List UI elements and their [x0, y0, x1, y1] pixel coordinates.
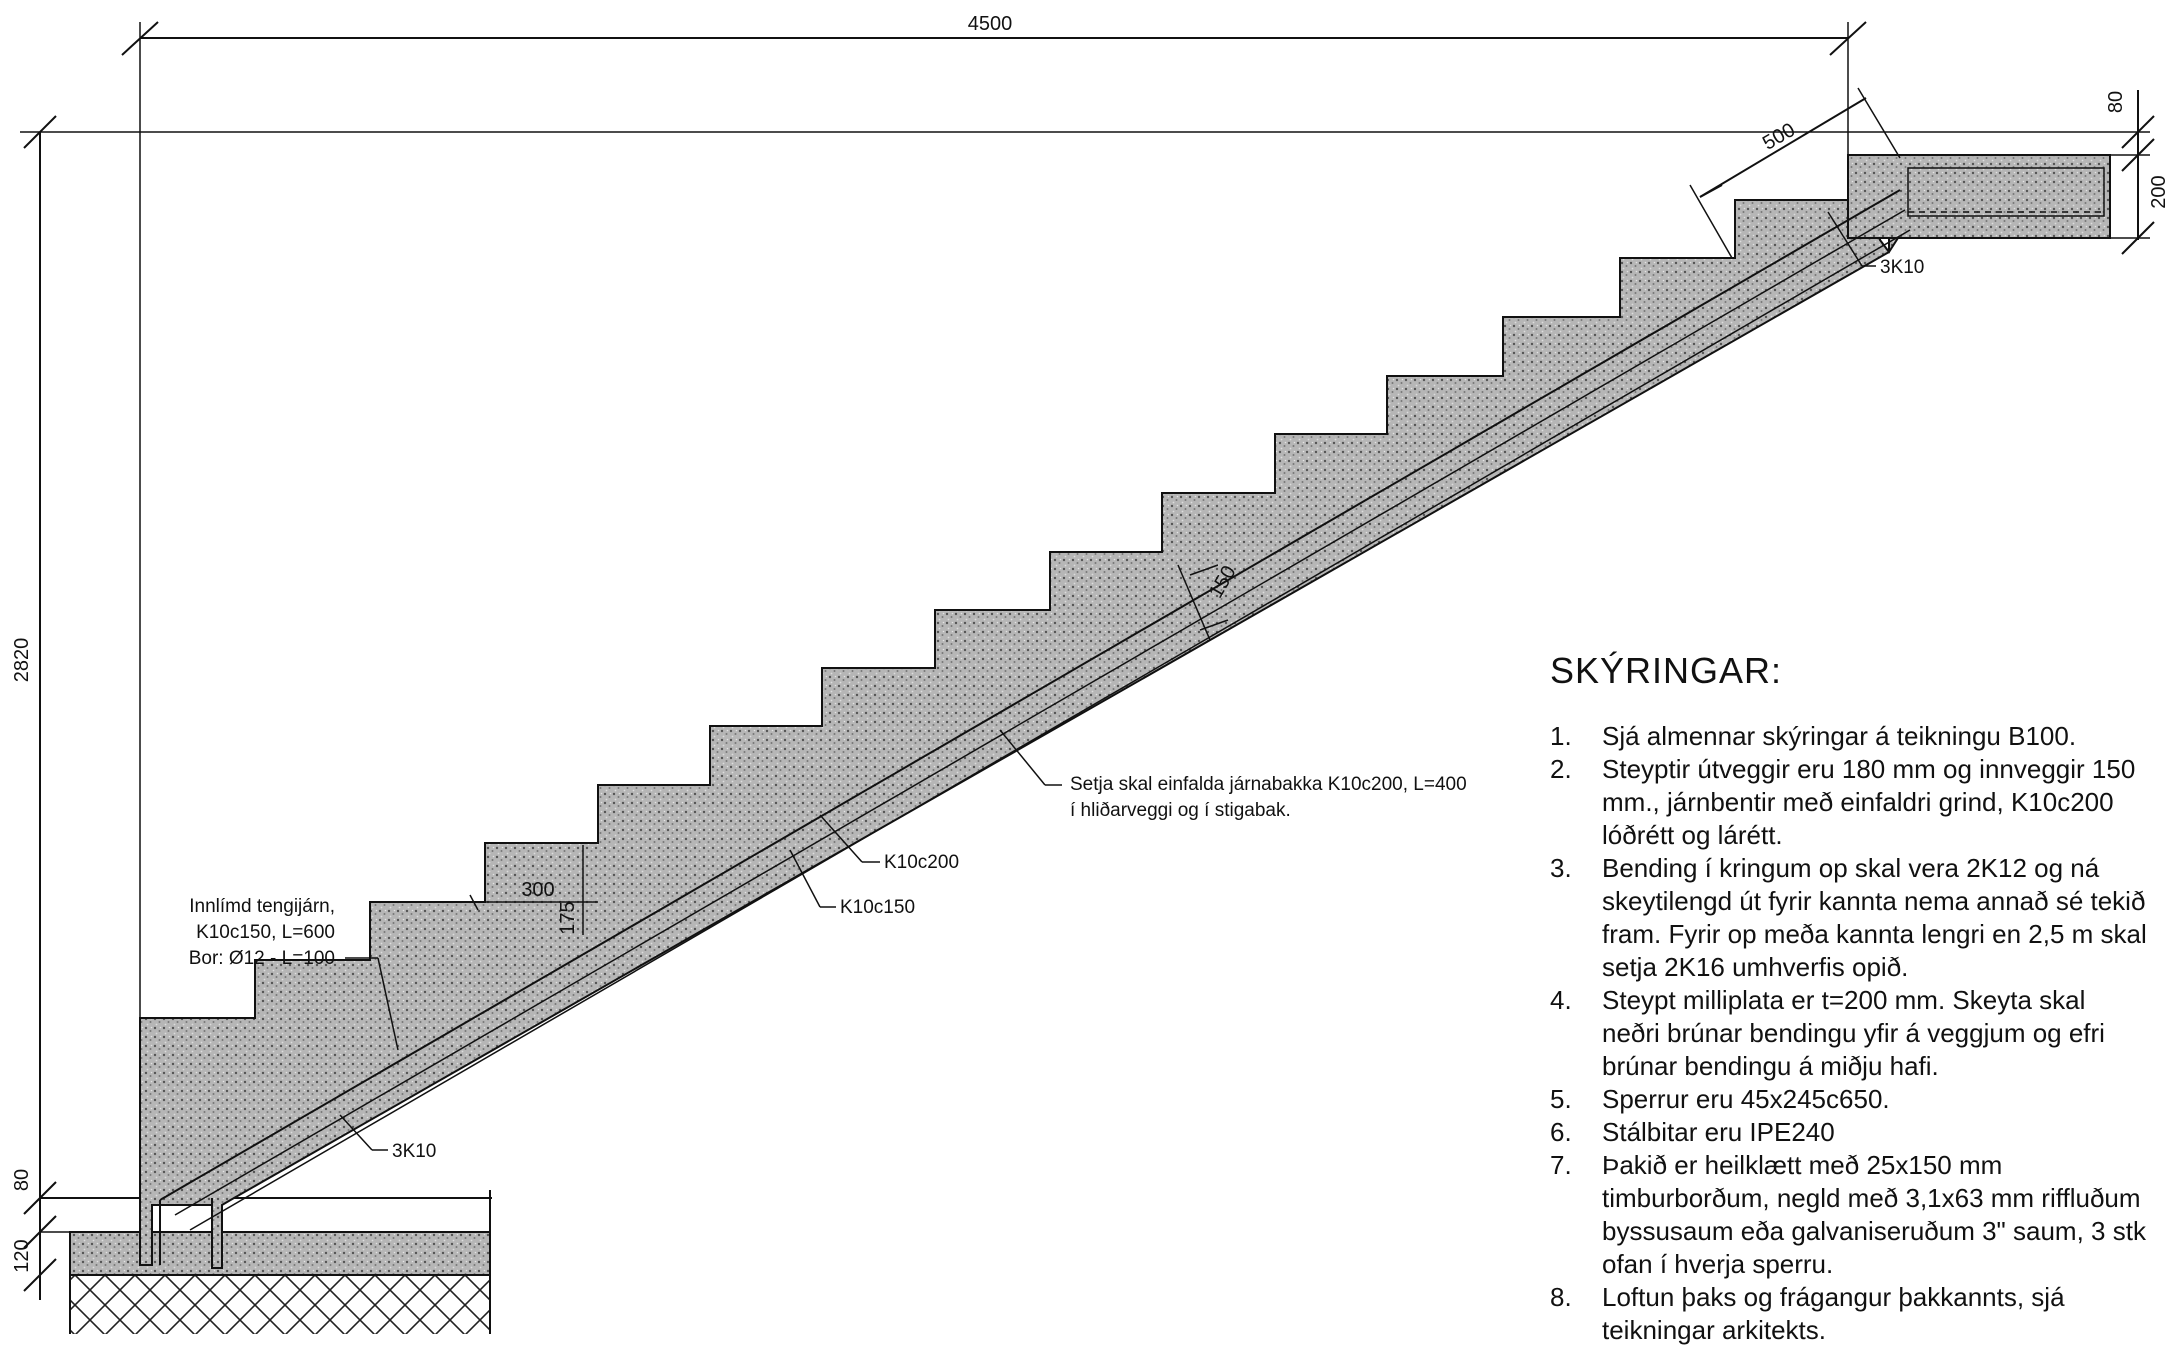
dim-waist [1177, 564, 1229, 641]
dim-flight-text: 500 [1759, 119, 1799, 155]
note-item: 4. Steypt milliplata er t=200 mm. Skeyta … [1550, 984, 2150, 1083]
note-item: 7. Þakið er heilklætt með 25x150 mm timbu… [1550, 1149, 2150, 1281]
note-number: 8. [1550, 1282, 1572, 1312]
note-number: 6. [1550, 1117, 1572, 1147]
ground-hatch [69, 1274, 491, 1338]
note-text: Bending í kringum op skal vera 2K12 og n… [1602, 853, 2147, 982]
note-number: 7. [1550, 1150, 1572, 1180]
note-number: 2. [1550, 754, 1572, 784]
note-item: 6. Stálbitar eru IPE240 [1550, 1116, 2150, 1149]
dim-total-length-text: 4500 [968, 13, 1013, 35]
dim-riser-text: 175 [557, 901, 579, 934]
dim-top-slab [2110, 90, 2155, 255]
label-rebar-top: 3K10 [1880, 257, 1924, 278]
dim-top-slab-text: 200 [2148, 175, 2170, 208]
label-anchor-2: K10c150, L=600 [196, 922, 335, 943]
note-text: Sperrur eru 45x245c650. [1602, 1084, 1890, 1114]
dim-bottom-slab-text: 120 [11, 1239, 33, 1272]
notes-list: 1. Sjá almennar skýringar á teikningu B10… [1550, 720, 2150, 1347]
note-text: Þakið er heilklætt með 25x150 mm timburb… [1602, 1150, 2146, 1279]
note-text: Steypt milliplata er t=200 mm. Skeyta sk… [1602, 985, 2105, 1081]
note-item: 3. Bending í kringum op skal vera 2K12 og… [1550, 852, 2150, 984]
note-item: 1. Sjá almennar skýringar á teikningu B10… [1550, 720, 2150, 753]
rebar-bottom-line [159, 189, 1901, 1201]
note-number: 3. [1550, 853, 1572, 883]
bottom-slab [69, 1231, 491, 1276]
label-side-wall-2: í hliðarveggi og í stigabak. [1070, 800, 1291, 821]
label-rebar-mid-upper: K10c200 [884, 852, 959, 873]
note-text: Sjá almennar skýringar á teikningu B100. [1602, 721, 2077, 751]
dim-step [469, 845, 598, 935]
note-text: Loftun þaks og frágangur þakkannts, sjá … [1602, 1282, 2065, 1345]
dim-bottom-step-text: 80 [11, 1169, 33, 1191]
label-anchor-3: Bor: Ø12 - L=100 [189, 948, 335, 969]
stair-flight [139, 154, 2111, 1269]
dim-bottom-slab [23, 1198, 70, 1300]
dim-tread-text: 300 [521, 879, 554, 901]
note-item: 8. Loftun þaks og frágangur þakkannts, sj… [1550, 1281, 2150, 1347]
label-anchor-1: Innlímd tengijárn, [189, 896, 335, 917]
label-side-wall-1: Setja skal einfalda járnabakka K10c200, … [1070, 774, 1467, 795]
dim-flight-500 [1689, 87, 1901, 259]
note-item: 2. Steyptir útveggir eru 180 mm og innveg… [1550, 753, 2150, 852]
notes-title: SKÝRINGAR: [1550, 650, 1783, 691]
label-rebar-bottom: 3K10 [392, 1141, 436, 1162]
dim-top-step-text: 80 [2105, 91, 2127, 113]
note-text: Stálbitar eru IPE240 [1602, 1117, 1835, 1147]
note-number: 4. [1550, 985, 1572, 1015]
note-number: 1. [1550, 721, 1572, 751]
notes-panel: SKÝRINGAR: 1. Sjá almennar skýringar á te… [1550, 650, 2150, 1347]
note-text: Steyptir útveggir eru 180 mm og innveggi… [1602, 754, 2136, 850]
dim-total-height-text: 2820 [11, 638, 33, 683]
note-number: 5. [1550, 1084, 1572, 1114]
note-item: 5. Sperrur eru 45x245c650. [1550, 1083, 2150, 1116]
label-rebar-mid-lower: K10c150 [840, 897, 915, 918]
dim-total-length [121, 21, 1867, 1098]
